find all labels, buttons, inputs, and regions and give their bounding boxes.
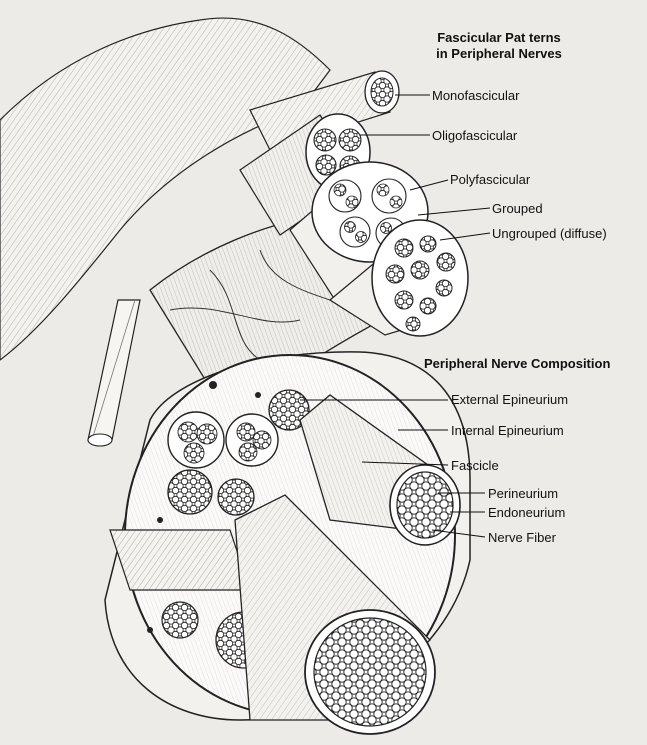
patterns-title-line2: in Peripheral Nerves [414, 46, 584, 62]
label-oligofascicular: Oligofascicular [432, 128, 517, 143]
label-grouped: Grouped [492, 201, 543, 216]
label-internal-epineurium: Internal Epineurium [451, 423, 564, 438]
nerve-cross-section [105, 352, 470, 734]
label-endoneurium: Endoneurium [488, 505, 565, 520]
label-ungrouped: Ungrouped (diffuse) [492, 226, 607, 241]
composition-title: Peripheral Nerve Composition [424, 356, 610, 371]
label-perineurium: Perineurium [488, 486, 558, 501]
label-external-epineurium: External Epineurium [451, 392, 568, 407]
label-nerve-fiber: Nerve Fiber [488, 530, 556, 545]
label-fascicle: Fascicle [451, 458, 499, 473]
label-monofascicular: Monofascicular [432, 88, 519, 103]
patterns-title-line1: Fascicular Pat terns [414, 30, 584, 46]
label-polyfascicular: Polyfascicular [450, 172, 530, 187]
patterns-title: Fascicular Pat terns in Peripheral Nerve… [414, 30, 584, 62]
blood-vessel [88, 300, 140, 446]
